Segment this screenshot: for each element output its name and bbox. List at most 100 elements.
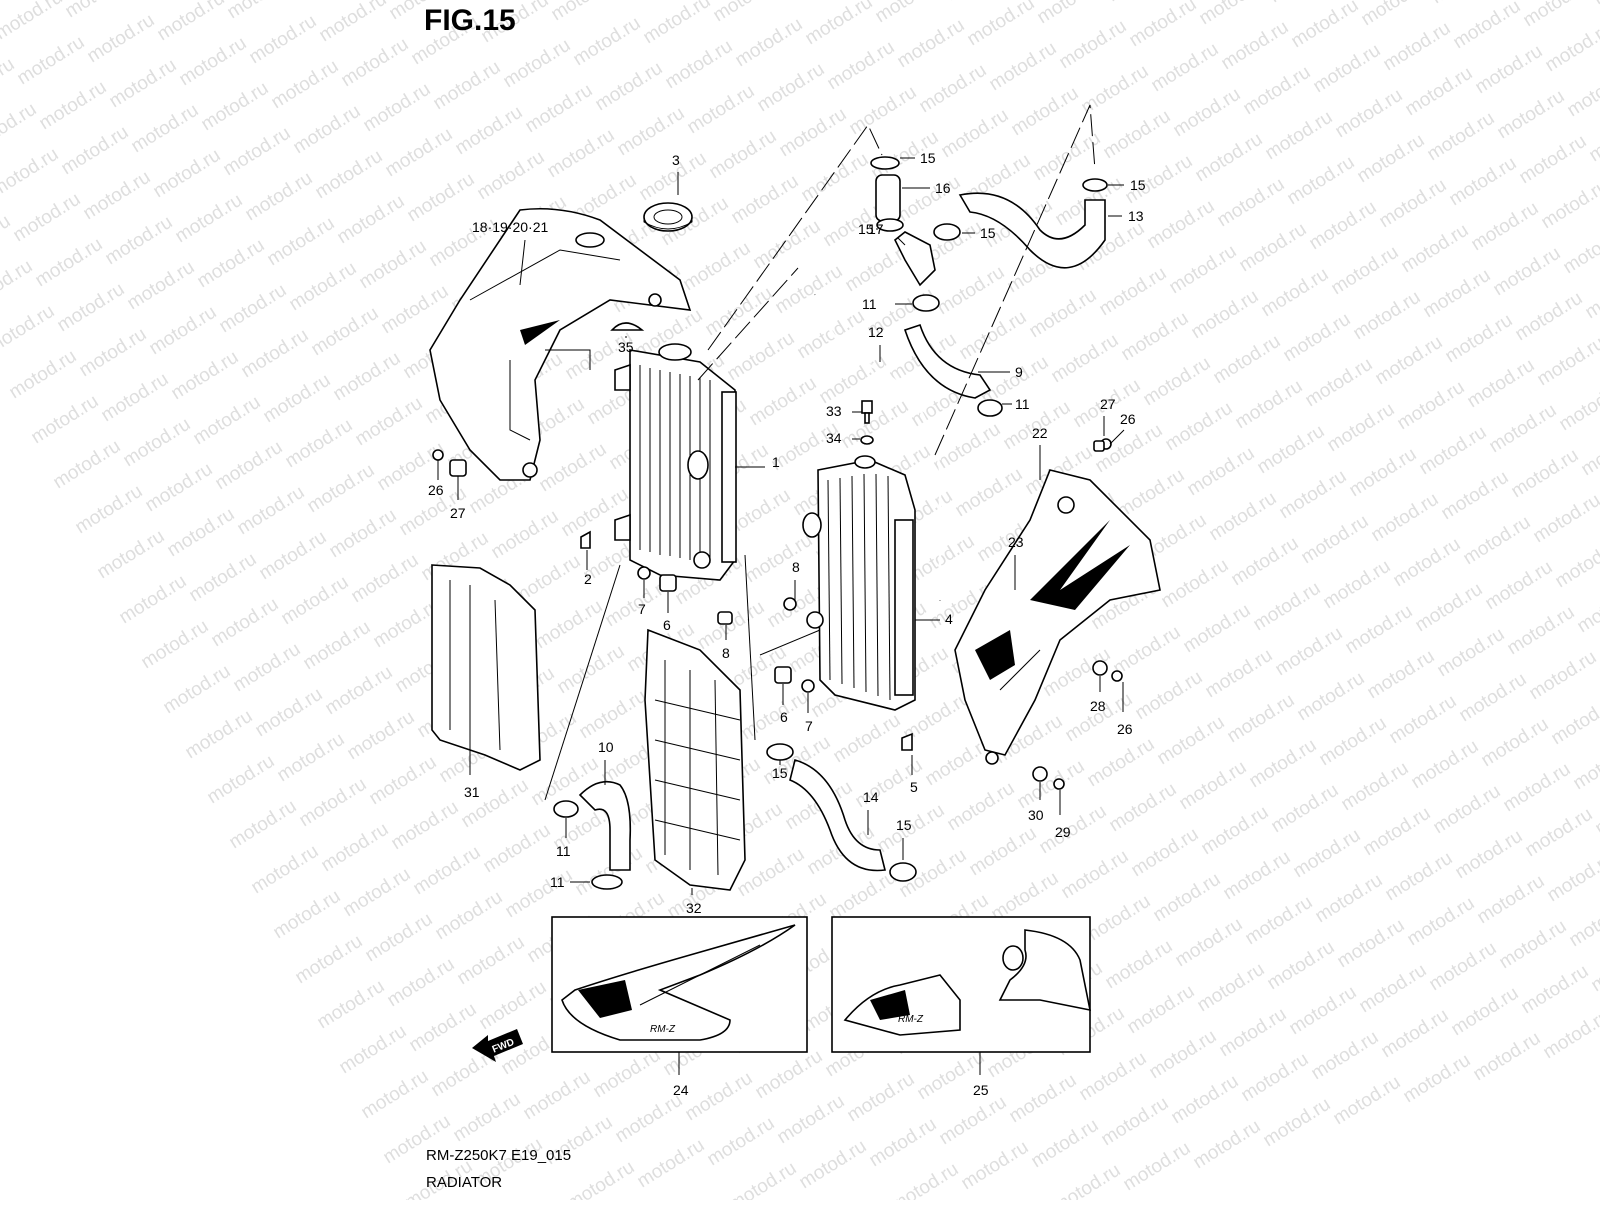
- watermark-text: motod.ru: [564, 1157, 639, 1200]
- watermark-text: motod.ru: [1228, 533, 1303, 591]
- watermark-text: motod.ru: [0, 144, 62, 202]
- watermark-text: motod.ru: [336, 1021, 411, 1079]
- figure-code: RM-Z250K7 E19_015: [426, 1147, 571, 1164]
- watermark-text: motod.ru: [634, 1135, 709, 1193]
- watermark-text: motod.ru: [476, 977, 551, 1035]
- watermark-text: motod.ru: [116, 571, 191, 629]
- watermark-text: motod.ru: [520, 1067, 595, 1125]
- decal-box-25: [832, 917, 1090, 1052]
- watermark-text: motod.ru: [94, 526, 169, 584]
- watermark-text: motod.ru: [1262, 107, 1337, 165]
- watermark-text: motod.ru: [934, 262, 1009, 320]
- callout-label: 15: [896, 817, 912, 833]
- watermark-text: motod.ru: [1056, 16, 1131, 74]
- watermark-text: motod.ru: [360, 79, 435, 137]
- watermark-text: motod.ru: [1310, 40, 1385, 98]
- callout-label: 15: [980, 225, 996, 241]
- watermark-text: motod.ru: [1500, 759, 1575, 817]
- watermark-text: motod.ru: [1258, 264, 1333, 322]
- decal-logo-24: RM-Z: [650, 1024, 676, 1035]
- watermark-text: motod.ru: [710, 0, 785, 26]
- watermark-text: motod.ru: [1596, 625, 1600, 683]
- watermark-text: motod.ru: [234, 482, 309, 540]
- watermark-text: motod.ru: [356, 236, 431, 294]
- callout-label: 7: [638, 601, 646, 617]
- watermark-text: motod.ru: [1286, 982, 1361, 1040]
- watermark-text: motod.ru: [1390, 534, 1465, 592]
- watermark-text: motod.ru: [1446, 153, 1521, 211]
- watermark-text: motod.ru: [1312, 870, 1387, 928]
- watermark-text: motod.ru: [290, 101, 365, 159]
- watermark-text: motod.ru: [824, 37, 899, 95]
- watermark-text: motod.ru: [1216, 1004, 1291, 1062]
- watermark-text: motod.ru: [1254, 421, 1329, 479]
- watermark-text: motod.ru: [1376, 175, 1451, 233]
- watermark-text: motod.ru: [1246, 735, 1321, 793]
- watermark-text: motod.ru: [1076, 1048, 1151, 1106]
- callout-label: 8: [722, 645, 730, 661]
- watermark-text: motod.ru: [224, 0, 299, 23]
- watermark-text: motod.ru: [1008, 83, 1083, 141]
- callout-label: 27: [1100, 396, 1116, 412]
- callout-label: 29: [1055, 824, 1071, 840]
- watermark-text: motod.ru: [1288, 0, 1363, 52]
- callout-label: 6: [663, 617, 671, 633]
- watermark-text: motod.ru: [1132, 667, 1207, 725]
- watermark-text: motod.ru: [776, 104, 851, 162]
- watermark-text: motod.ru: [186, 549, 261, 607]
- watermark-text: motod.ru: [1302, 354, 1377, 412]
- watermark-text: motod.ru: [802, 0, 877, 49]
- watermark-text: motod.ru: [14, 32, 89, 90]
- watermark-text: motod.ru: [274, 729, 349, 787]
- watermark-text: motod.ru: [168, 347, 243, 405]
- watermark-text: motod.ru: [172, 190, 247, 248]
- callout-label: 3: [672, 152, 680, 168]
- watermark-text: motod.ru: [936, 1092, 1011, 1150]
- watermark-text: motod.ru: [1332, 85, 1407, 143]
- watermark-text: motod.ru: [362, 909, 437, 967]
- callout-label: 17: [868, 221, 884, 237]
- watermark-text: motod.ru: [1268, 780, 1343, 838]
- watermark-text: motod.ru: [1464, 355, 1539, 413]
- watermark-text: motod.ru: [1192, 129, 1267, 187]
- watermark-text: motod.ru: [54, 279, 129, 337]
- watermark-text: motod.ru: [312, 146, 387, 204]
- watermark-text: motod.ru: [1148, 39, 1223, 97]
- watermark-text: motod.ru: [522, 80, 597, 138]
- callout-label: 2: [584, 571, 592, 587]
- watermark-text: motod.ru: [640, 0, 715, 48]
- callout-label: 26: [1117, 721, 1133, 737]
- watermark-text: motod.ru: [1360, 803, 1435, 861]
- watermark-text: motod.ru: [216, 280, 291, 338]
- watermark-text: motod.ru: [194, 235, 269, 293]
- watermark-text: motod.ru: [378, 281, 453, 339]
- watermark-text: motod.ru: [1408, 736, 1483, 794]
- watermark-text: motod.ru: [106, 55, 181, 113]
- watermark-text: motod.ru: [986, 38, 1061, 96]
- watermark-text: motod.ru: [278, 572, 353, 630]
- watermark-text: motod.ru: [1490, 243, 1565, 301]
- watermark-text: motod.ru: [1442, 310, 1517, 368]
- watermark-text: motod.ru: [942, 0, 1017, 5]
- decal-box-24: [552, 917, 807, 1052]
- watermark-text: motod.ru: [1170, 84, 1245, 142]
- watermark-text: motod.ru: [838, 396, 913, 454]
- watermark-text: motod.ru: [1102, 936, 1177, 994]
- callout-label: 30: [1028, 807, 1044, 823]
- watermark-text: motod.ru: [260, 370, 335, 428]
- watermark-text: motod.ru: [1522, 804, 1597, 862]
- watermark-text: motod.ru: [1276, 466, 1351, 524]
- watermark-text: motod.ru: [680, 238, 755, 296]
- watermark-text: motod.ru: [1556, 378, 1600, 436]
- watermark-text: motod.ru: [728, 171, 803, 229]
- watermark-text: motod.ru: [1280, 309, 1355, 367]
- callout-label: 26: [428, 482, 444, 498]
- watermark-text: motod.ru: [750, 216, 825, 274]
- watermark-text: motod.ru: [1540, 1006, 1600, 1064]
- callout-label: 1: [772, 454, 780, 470]
- callout-label: 25: [973, 1082, 989, 1098]
- watermark-text: motod.ru: [1330, 1072, 1405, 1130]
- watermark-text: motod.ru: [826, 867, 901, 925]
- watermark-text: motod.ru: [0, 0, 66, 44]
- watermark-text: motod.ru: [1526, 647, 1600, 705]
